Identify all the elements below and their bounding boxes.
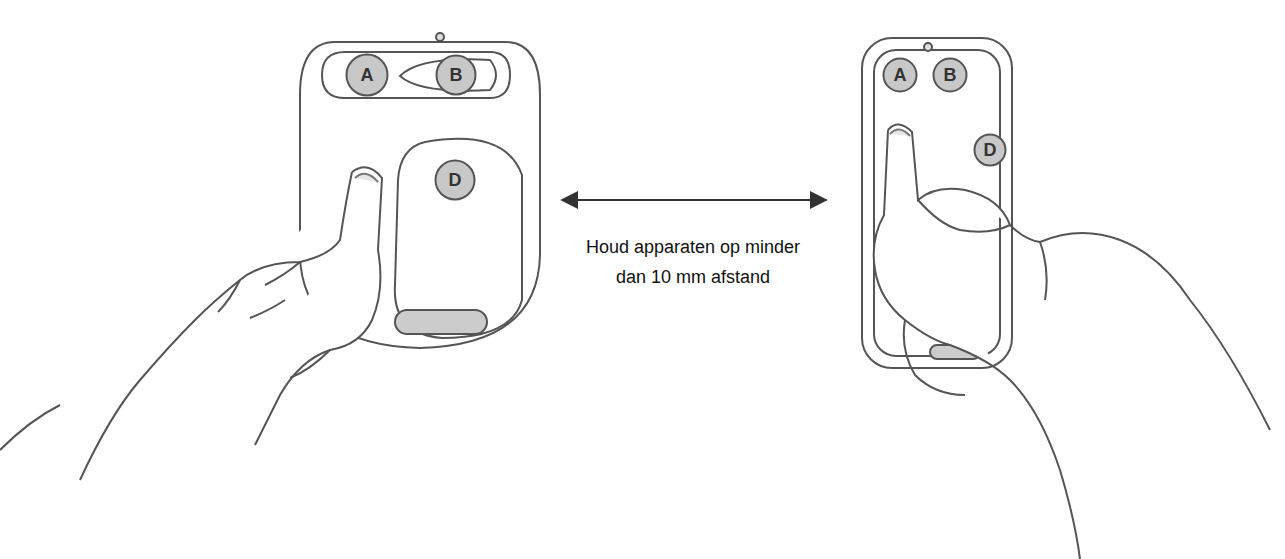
button-circle: A [882,57,918,93]
right-hand [874,124,1270,559]
left-button-pill [322,52,510,98]
left-inner-lobe [395,139,522,338]
button-letter: B [932,57,968,93]
distance-note: Houd apparaten op minder dan 10 mm afsta… [582,232,804,292]
button-circle: D [973,133,1007,167]
left-hand [80,167,382,480]
button-circle: A [345,53,389,97]
button-letter: D [434,159,476,201]
button-letter: A [882,57,918,93]
button-letter: B [435,54,477,96]
left-grey-bar [395,310,487,334]
button-circle: B [932,57,968,93]
distance-arrow [562,199,826,201]
button-circle: D [434,159,476,201]
button-letter: D [973,133,1007,167]
button-circle: B [435,54,477,96]
button-letter: A [345,53,389,97]
